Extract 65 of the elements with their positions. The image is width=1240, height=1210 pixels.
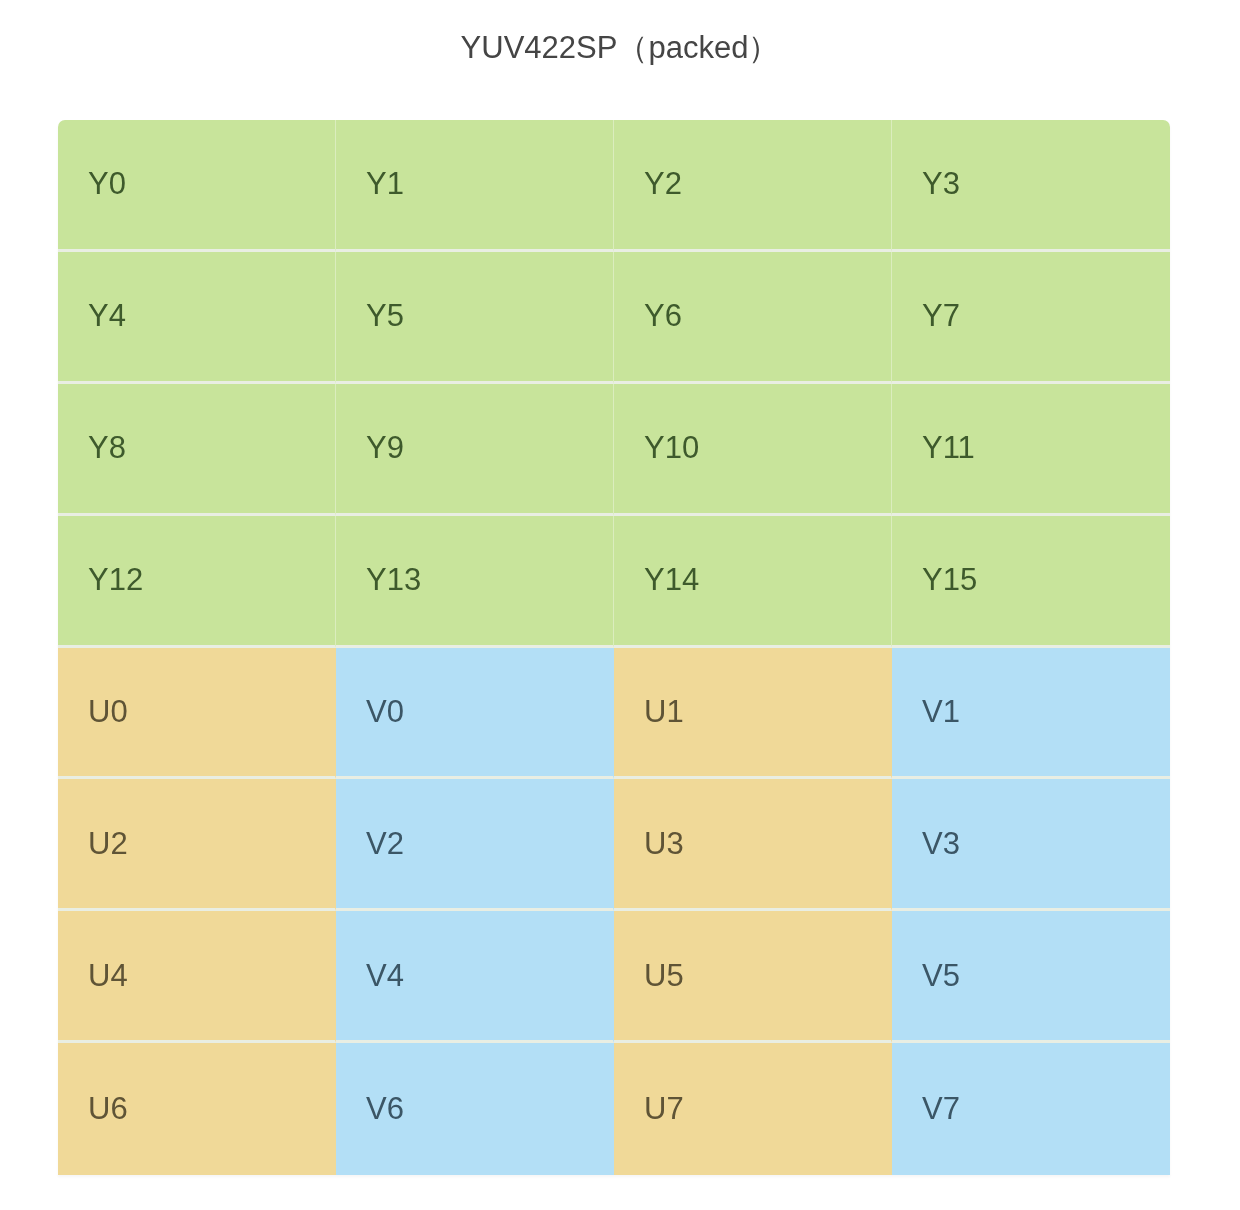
sample-label: U1 (644, 693, 684, 730)
sample-label: Y0 (88, 166, 126, 203)
sample-label: Y3 (922, 166, 960, 203)
sample-label: U4 (88, 957, 128, 994)
sample-cell (892, 779, 1170, 912)
sample-label: Y12 (88, 562, 144, 599)
sample-cell (614, 911, 892, 1044)
sample-cell (614, 515, 892, 648)
sample-cell (58, 647, 336, 780)
sample-cell (892, 383, 1170, 516)
sample-label: Y11 (922, 430, 975, 467)
sample-cell (58, 779, 336, 912)
sample-cell (614, 1043, 892, 1175)
sample-label: Y6 (644, 298, 682, 335)
sample-label: U3 (644, 825, 684, 862)
sample-cell (336, 120, 614, 252)
sample-cell (58, 911, 336, 1044)
sample-label: Y14 (644, 562, 700, 599)
sample-cell (58, 251, 336, 384)
sample-cell (336, 1043, 614, 1175)
sample-label: V6 (366, 1091, 404, 1128)
sample-cell (336, 911, 614, 1044)
sample-label: Y15 (922, 562, 978, 599)
sample-cell (892, 515, 1170, 648)
sample-cell (336, 647, 614, 780)
sample-cell (892, 647, 1170, 780)
sample-label: Y13 (366, 562, 422, 599)
sample-label: V7 (922, 1091, 960, 1128)
sample-label: U6 (88, 1091, 128, 1128)
sample-cell (614, 383, 892, 516)
title: YUV422SP（packed） (460, 29, 780, 67)
sample-cell (892, 1043, 1170, 1175)
sample-cell (336, 515, 614, 648)
sample-label: V3 (922, 825, 960, 862)
sample-cell (58, 515, 336, 648)
sample-label: V2 (366, 825, 404, 862)
sample-label: V5 (922, 957, 960, 994)
sample-cell (614, 779, 892, 912)
sample-cell (614, 251, 892, 384)
sample-label: U0 (88, 693, 128, 730)
sample-cell (892, 911, 1170, 1044)
sample-label: Y7 (922, 298, 960, 335)
sample-cell (614, 120, 892, 252)
sample-cell (892, 251, 1170, 384)
sample-label: Y2 (644, 166, 682, 203)
sample-label: U2 (88, 825, 128, 862)
sample-label: Y9 (366, 430, 404, 467)
sample-label: V4 (366, 957, 404, 994)
sample-label: Y1 (366, 166, 404, 203)
sample-cell (614, 647, 892, 780)
sample-label: Y4 (88, 298, 126, 335)
sample-label: U7 (644, 1091, 684, 1128)
sample-cell (58, 383, 336, 516)
sample-cell (892, 120, 1170, 252)
sample-label: V1 (922, 693, 960, 730)
sample-label: V0 (366, 693, 404, 730)
sample-label: U5 (644, 957, 684, 994)
sample-cell (58, 1043, 336, 1175)
sample-label: Y8 (88, 430, 126, 467)
sample-cell (336, 251, 614, 384)
sample-label: Y10 (644, 430, 700, 467)
sample-cell (58, 120, 336, 252)
sample-label: Y5 (366, 298, 404, 335)
sample-cell (336, 779, 614, 912)
sample-cell (336, 383, 614, 516)
